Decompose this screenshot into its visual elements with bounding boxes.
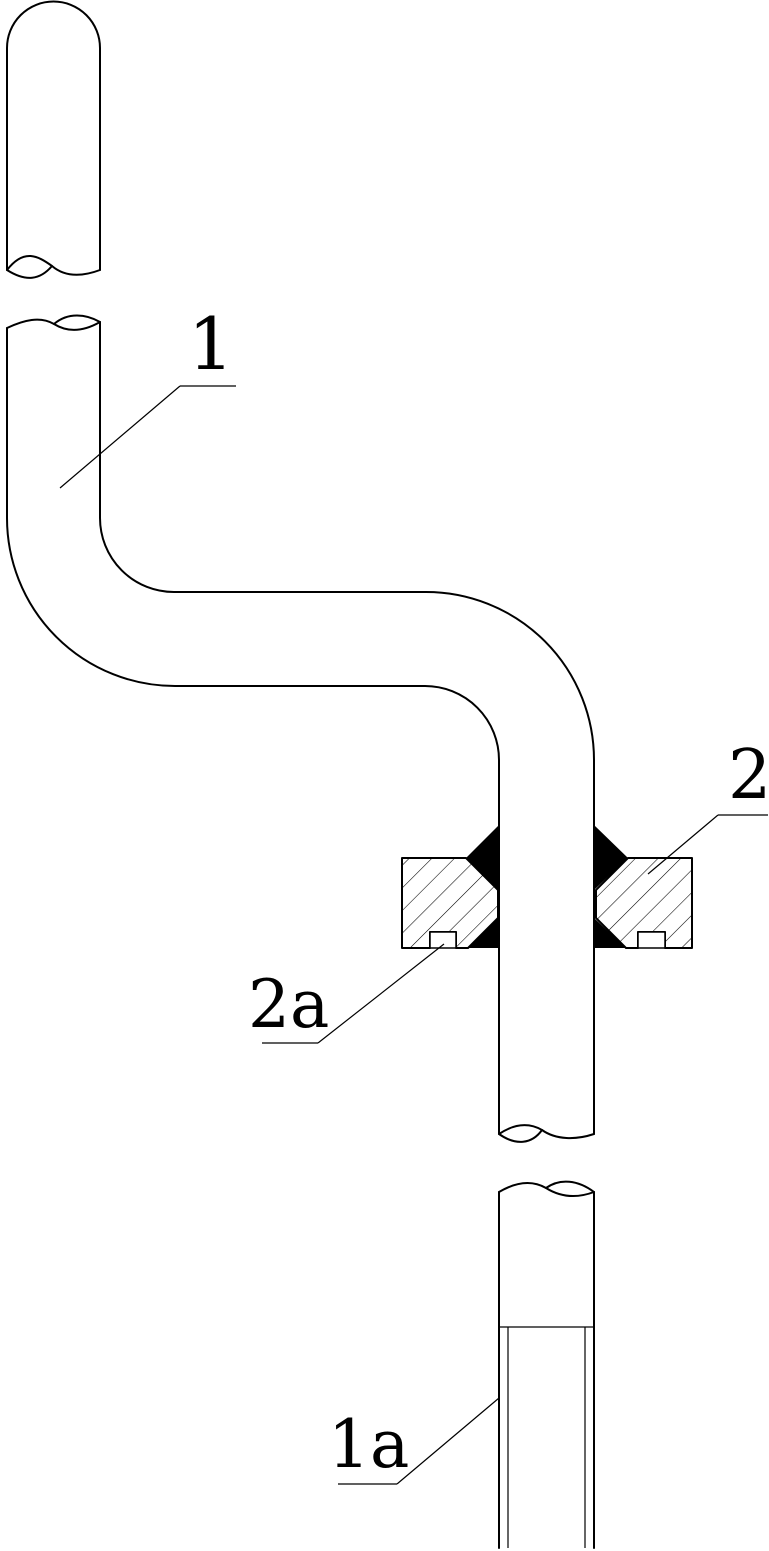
label-flange: 2 (728, 736, 769, 815)
leader-lines (59, 385, 768, 1485)
pipe-bent-segment (6, 314, 595, 1143)
pipe-top-segment (6, 0, 101, 279)
label-end-portion: 1a (328, 1406, 410, 1483)
weld-beads (466, 825, 628, 948)
label-pipe: 1 (188, 302, 234, 386)
pipe-bottom-segment (498, 1180, 595, 1549)
label-groove: 2a (248, 966, 330, 1043)
